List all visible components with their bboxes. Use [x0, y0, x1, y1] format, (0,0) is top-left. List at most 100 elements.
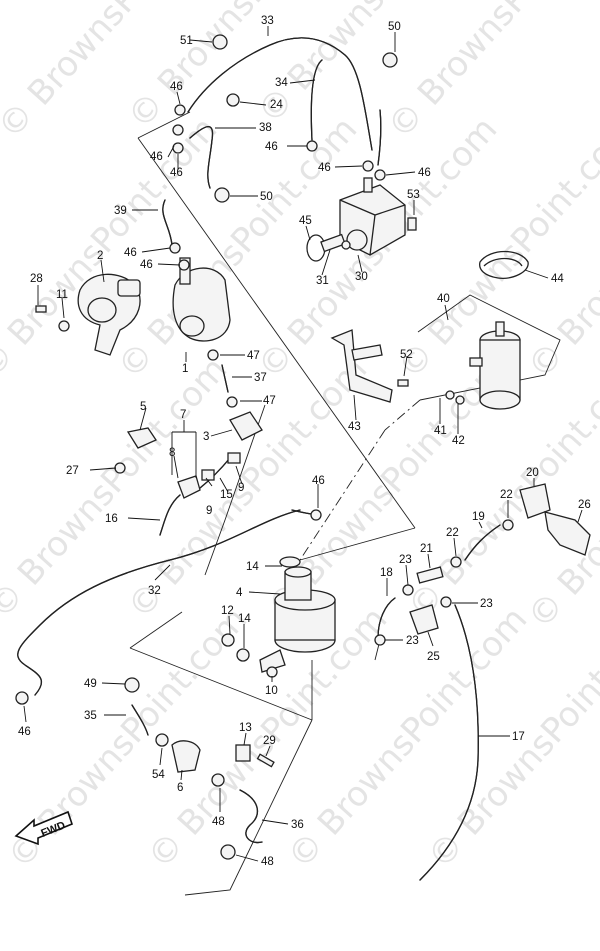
- callout-30: 30: [355, 271, 368, 283]
- fitting-3: [229, 411, 263, 441]
- callout-24: 24: [270, 99, 283, 111]
- callout-9: 9: [238, 482, 244, 494]
- callout-23: 23: [399, 554, 412, 566]
- callout-6: 6: [177, 782, 183, 794]
- bolt-52: [397, 379, 409, 387]
- band-44: [479, 250, 529, 279]
- bolt-28: [35, 305, 47, 313]
- bolt-29: [256, 753, 275, 768]
- clamp-25: [409, 604, 439, 635]
- callout-47: 47: [247, 350, 260, 362]
- callout-40: 40: [437, 293, 450, 305]
- bracket-26: [544, 511, 591, 556]
- fuel-filter-4: [259, 566, 336, 673]
- callout-33: 33: [261, 15, 274, 27]
- cap-14: [279, 556, 301, 568]
- clip-5: [126, 427, 157, 449]
- callout-46: 46: [18, 726, 31, 738]
- callout-19: 19: [472, 511, 485, 523]
- hose-32: [17, 509, 301, 696]
- callout-47: 47: [263, 395, 276, 407]
- callout-9: 9: [206, 505, 212, 517]
- callout-41: 41: [434, 425, 447, 437]
- callout-11: 11: [56, 289, 68, 301]
- callout-22: 22: [500, 489, 513, 501]
- callout-51: 51: [180, 35, 193, 47]
- leader-lines: [23, 26, 583, 862]
- callout-43: 43: [348, 421, 361, 433]
- callout-14: 14: [238, 613, 251, 625]
- callout-22: 22: [446, 527, 459, 539]
- callout-14: 14: [246, 561, 259, 573]
- callout-46: 46: [170, 81, 183, 93]
- callout-15: 15: [220, 489, 233, 501]
- callout-46: 46: [265, 141, 278, 153]
- callout-37: 37: [254, 372, 267, 384]
- callout-13: 13: [239, 722, 252, 734]
- parts: [35, 177, 591, 773]
- hose-34: [310, 59, 323, 141]
- callout-39: 39: [114, 205, 127, 217]
- plug-9b: [227, 452, 241, 464]
- joint-7: [177, 475, 201, 499]
- callout-4: 4: [236, 587, 243, 599]
- callout-20: 20: [526, 467, 539, 479]
- callout-16: 16: [105, 513, 118, 525]
- callout-35: 35: [84, 710, 97, 722]
- callout-5: 5: [140, 401, 146, 413]
- callout-3: 3: [203, 431, 209, 443]
- callout-46: 46: [318, 162, 331, 174]
- callout-7: 7: [180, 409, 186, 421]
- joint-13: [235, 744, 251, 762]
- callout-54: 54: [152, 769, 165, 781]
- joint-6: [171, 740, 201, 773]
- hose-17: [419, 604, 479, 881]
- hose-19: [464, 524, 501, 561]
- callout-50: 50: [260, 191, 273, 203]
- callout-8: 8: [169, 447, 175, 459]
- hose-16: [159, 494, 181, 536]
- callout-12: 12: [221, 605, 234, 617]
- callout-48: 48: [212, 816, 225, 828]
- callout-26: 26: [578, 499, 591, 511]
- plug-9: [201, 469, 215, 481]
- hoses: [17, 37, 501, 881]
- vapor-separator-40: [469, 321, 521, 410]
- callout-18: 18: [380, 567, 393, 579]
- callout-23: 23: [480, 598, 493, 610]
- callout-2: 2: [97, 250, 103, 262]
- callout-53: 53: [407, 189, 420, 201]
- callout-38: 38: [259, 122, 272, 134]
- callout-46: 46: [140, 259, 153, 271]
- callout-44: 44: [551, 273, 564, 285]
- callout-46: 46: [124, 247, 137, 259]
- bolt-53: [407, 217, 417, 231]
- callout-42: 42: [452, 435, 465, 447]
- callout-45: 45: [299, 215, 312, 227]
- valve-20: [519, 483, 551, 519]
- callout-23: 23: [406, 635, 419, 647]
- callout-34: 34: [275, 77, 288, 89]
- callout-29: 29: [263, 735, 276, 747]
- callout-17: 17: [512, 731, 525, 743]
- fwd-arrow-icon: FWD: [14, 810, 73, 846]
- joint-21: [416, 566, 444, 584]
- callout-1: 1: [182, 363, 188, 375]
- callout-46: 46: [418, 167, 431, 179]
- callout-46: 46: [170, 167, 183, 179]
- callout-labels: 33 50 51 46 24 34 38 46 46 46 46 46 53 3…: [18, 15, 591, 868]
- callout-48: 48: [261, 856, 274, 868]
- pump-nozzle: [320, 233, 346, 253]
- callout-46: 46: [150, 151, 163, 163]
- callout-28: 28: [30, 273, 43, 285]
- callout-36: 36: [291, 819, 304, 831]
- callout-21: 21: [420, 543, 433, 555]
- callout-32: 32: [148, 585, 161, 597]
- callout-25: 25: [427, 651, 440, 663]
- callout-10: 10: [265, 685, 278, 697]
- callout-49: 49: [84, 678, 97, 690]
- callout-52: 52: [400, 349, 413, 361]
- callout-50: 50: [388, 21, 401, 33]
- callout-46: 46: [312, 475, 325, 487]
